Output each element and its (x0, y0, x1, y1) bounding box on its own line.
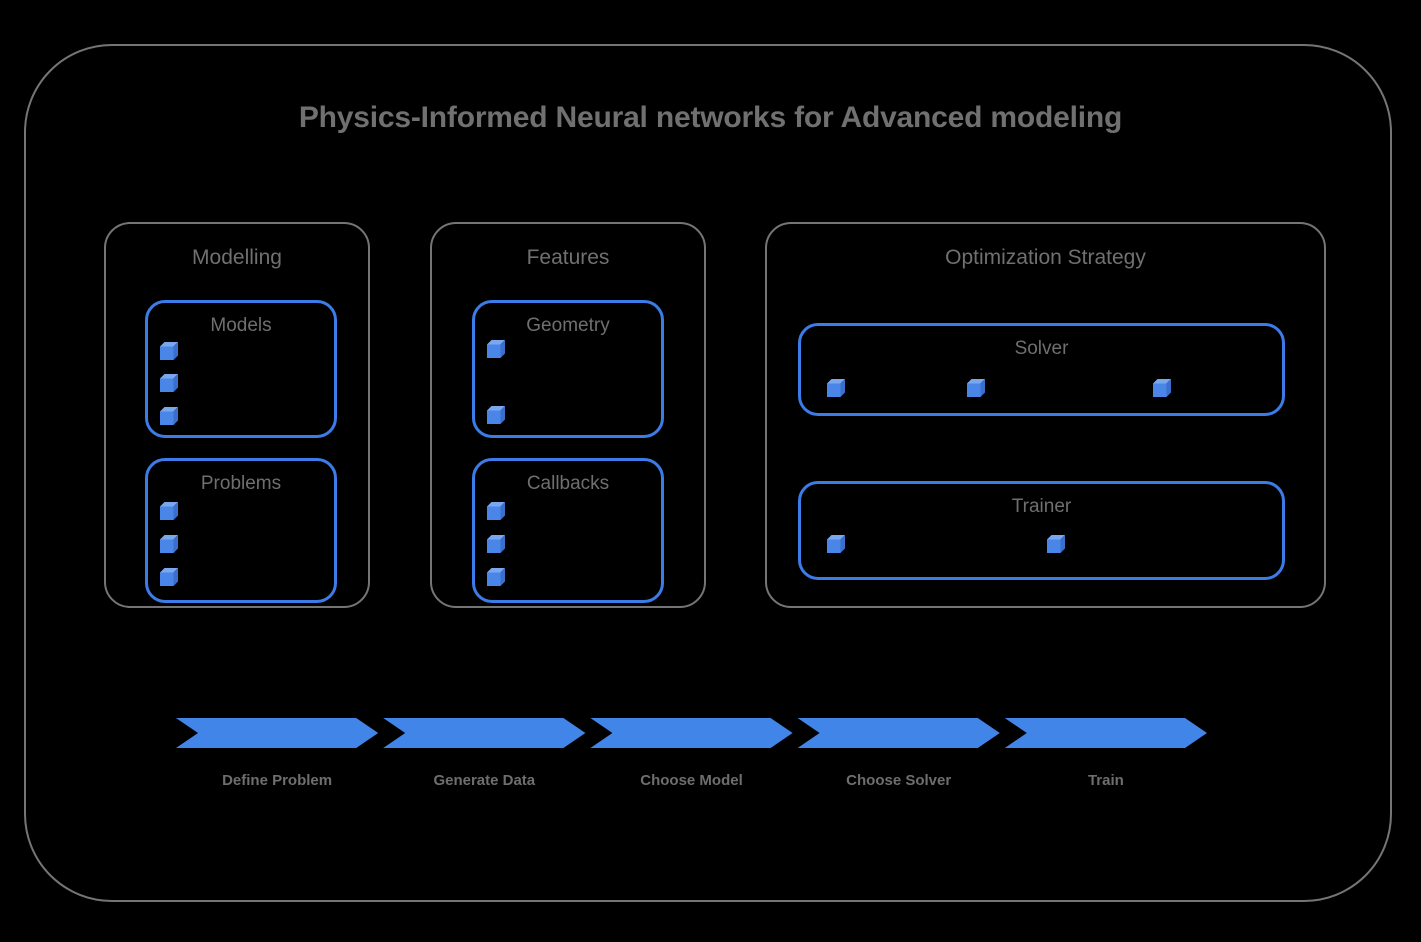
pipeline-chevrons (176, 718, 1207, 748)
box-title-solver: Solver (1014, 338, 1069, 359)
group-title-features: Features (526, 246, 610, 269)
group-panel-optimization-strategy: Optimization Strategy (765, 222, 1326, 608)
outer-container-frame (24, 44, 1392, 902)
pipeline-step-label: Choose Model (640, 772, 743, 789)
box-title-problems: Problems (200, 473, 282, 494)
cube-3d-icon (487, 340, 505, 358)
cube-3d-icon (160, 502, 178, 520)
pipeline-step-chevron[interactable] (176, 718, 379, 748)
pipeline-step-label: Train (1087, 772, 1124, 789)
cube-3d-icon (160, 568, 178, 586)
pipeline-step-label: Generate Data (433, 772, 536, 789)
cube-3d-icon (160, 342, 178, 360)
box-title-callbacks: Callbacks (526, 473, 610, 494)
box-title-trainer: Trainer (1011, 496, 1072, 517)
cube-3d-icon (160, 407, 178, 425)
cube-3d-icon (160, 374, 178, 392)
cube-3d-icon (1047, 535, 1065, 553)
cube-3d-icon (487, 535, 505, 553)
group-title-modelling: Modelling (192, 246, 282, 269)
box-problems[interactable]: Problems (145, 458, 337, 603)
box-title-models: Models (210, 315, 272, 336)
group-panel-features: Features (430, 222, 706, 608)
group-panel-modelling: Modelling (104, 222, 370, 608)
box-title-geometry: Geometry (526, 315, 610, 336)
cube-3d-icon (1153, 379, 1171, 397)
cube-3d-icon (487, 502, 505, 520)
pipeline-step-label: Define Problem (222, 772, 333, 789)
box-solver[interactable]: Solver (798, 323, 1285, 416)
cube-3d-icon (827, 535, 845, 553)
cube-3d-icon (160, 535, 178, 553)
pipeline-step-chevron[interactable] (1004, 718, 1207, 748)
box-models[interactable]: Models (145, 300, 337, 438)
cube-3d-icon (487, 406, 505, 424)
page-title: Physics-Informed Neural networks for Adv… (298, 101, 1123, 134)
box-callbacks[interactable]: Callbacks (472, 458, 664, 603)
box-geometry[interactable]: Geometry (472, 300, 664, 438)
cube-3d-icon (487, 568, 505, 586)
cube-3d-icon (967, 379, 985, 397)
box-trainer[interactable]: Trainer (798, 481, 1285, 580)
group-title-optimization-strategy: Optimization Strategy (945, 246, 1146, 269)
pipeline-step-label: Choose Solver (846, 772, 952, 789)
pipeline-step-chevron[interactable] (797, 718, 1000, 748)
cube-3d-icon (827, 379, 845, 397)
pipeline-step-chevron[interactable] (383, 718, 586, 748)
pipeline-step-chevron[interactable] (590, 718, 793, 748)
